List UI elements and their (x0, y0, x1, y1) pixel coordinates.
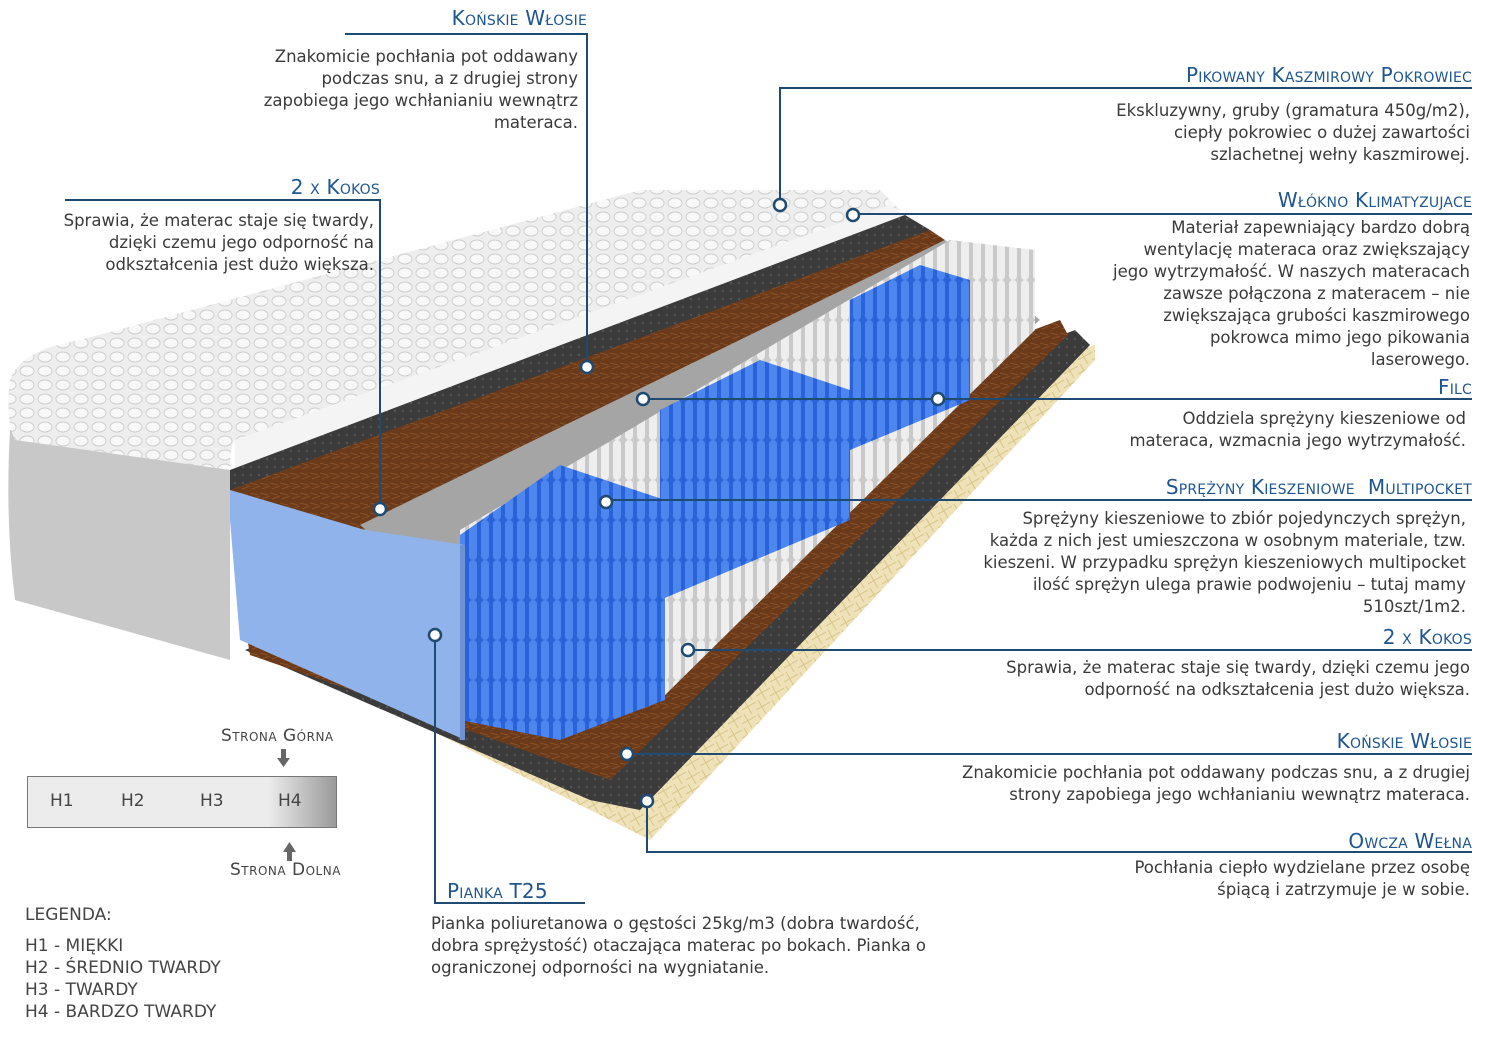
hardness-scale: H1 H2 H3 H4 (27, 776, 337, 828)
cover-side (8, 430, 231, 660)
cover-top (8, 190, 901, 470)
springs-block-blue (460, 465, 665, 740)
legend-item: H1 - MIĘKKI (25, 936, 124, 956)
coconut-top-title: 2 x Kokos (290, 175, 380, 199)
horsehair-top-title: Końskie Włosie (451, 6, 587, 30)
springs-block-blue-2 (660, 360, 850, 600)
desc-line: ograniczonej odporności na wygniatanie. (431, 958, 770, 977)
desc-line: odkształcenia jest dużo większa. (105, 255, 374, 274)
coconut-top-desc: Sprawia, że materac staje się twardy, dz… (64, 210, 374, 276)
springs-desc: Sprężyny kieszeniowe to zbiór pojedynczy… (983, 508, 1466, 618)
desc-line: ilość sprężyn ulega prawie podwojeniu – … (1032, 575, 1466, 594)
level-h2: H2 (121, 791, 145, 811)
legend-title: LEGENDA: (25, 905, 112, 925)
horsehair-top-desc: Znakomicie pochłania pot oddawany podcza… (264, 46, 578, 134)
level-h3: H3 (200, 791, 224, 811)
desc-line: ciepły pokrowiec o dużej zawartości (1173, 123, 1470, 142)
desc-line: Sprężyny kieszeniowe to zbiór pojedynczy… (1022, 509, 1466, 528)
horsehair-bottom-desc: Znakomicie pochłania pot oddawany podcza… (962, 762, 1470, 806)
desc-line: Sprawia, że materac staje się twardy, (63, 211, 374, 230)
level-h1: H1 (50, 791, 74, 811)
wool-title: Owcza Wełna (1348, 829, 1472, 853)
desc-line: Oddziela sprężyny kieszeniowe od (1182, 409, 1466, 428)
foam-title: Pianka T25 (447, 879, 548, 903)
cover-desc: Ekskluzywny, gruby (gramatura 450g/m2), … (1116, 100, 1470, 166)
desc-line: dzięki czemu jego odporność na (108, 233, 374, 252)
desc-line: pokrowca mimo jego pikowania (1209, 328, 1470, 347)
foam-t25 (230, 490, 465, 740)
bottom-side-label: Strona Dolna (230, 860, 341, 880)
desc-line: jego wytrzymałość. W naszych materacach (1113, 262, 1470, 281)
callout-dots (372, 197, 946, 809)
desc-line: Sprawia, że materac staje się twardy, dz… (1006, 658, 1470, 677)
horsehair-bottom-title: Końskie Włosie (1336, 729, 1472, 753)
cover-title: Pikowany Kaszmirowy Pokrowiec (1186, 63, 1472, 87)
desc-line: materaca, wzmacnia jego wytrzymałość. (1129, 431, 1466, 450)
fiber-desc: Materiał zapewniający bardzo dobrą wenty… (1113, 217, 1470, 371)
fiber-layer (235, 205, 905, 470)
coconut-top-layer (230, 230, 945, 530)
desc-line: wentylację materaca oraz zwiększający (1143, 240, 1470, 259)
springs-title: Sprężyny Kieszeniowe Multipocket (1165, 475, 1472, 499)
desc-line: materaca. (493, 113, 578, 132)
foam-desc: Pianka poliuretanowa o gęstości 25kg/m3 … (431, 913, 926, 979)
desc-line: Ekskluzywny, gruby (gramatura 450g/m2), (1116, 101, 1470, 120)
level-h4: H4 (278, 791, 302, 811)
desc-line: zapobiega jego wchłanianiu wewnątrz (263, 91, 578, 110)
felt-desc: Oddziela sprężyny kieszeniowe od materac… (1129, 408, 1466, 452)
desc-line: zawsze połączona z materacem – nie (1163, 284, 1470, 303)
desc-line: dobra sprężystość) otaczająca materac po… (431, 936, 927, 955)
desc-line: Materiał zapewniający bardzo dobrą (1171, 218, 1470, 237)
legend-item: H3 - TWARDY (25, 980, 138, 1000)
desc-line: 510szt/1m2. (1362, 597, 1466, 616)
desc-line: podczas snu, a z drugiej strony (321, 69, 578, 88)
desc-line: kieszeni. W przypadku sprężyn kieszeniow… (983, 553, 1466, 572)
desc-line: śpiącą i zatrzymuje je w sobie. (1217, 880, 1470, 899)
wool-desc: Pochłania ciepło wydzielane przez osobę … (1134, 857, 1470, 901)
desc-line: strony zapobiega jego wchłanianiu wewnąt… (1009, 785, 1470, 804)
desc-line: laserowego. (1370, 350, 1470, 369)
desc-line: szlachetnej wełny kaszmirowej. (1210, 145, 1470, 164)
coconut-bottom-desc: Sprawia, że materac staje się twardy, dz… (1006, 657, 1470, 701)
desc-line: Pianka poliuretanowa o gęstości 25kg/m3 … (431, 914, 920, 933)
arrows (277, 749, 296, 861)
desc-line: Pochłania ciepło wydzielane przez osobę (1134, 858, 1470, 877)
fiber-title: Włókno Klimatyzujace (1277, 188, 1472, 212)
coconut-bottom-title: 2 x Kokos (1382, 625, 1472, 649)
desc-line: odporność na odkształcenia jest dużo wię… (1084, 680, 1470, 699)
felt-title: Filc (1437, 375, 1472, 399)
desc-line: Znakomicie pochłania pot oddawany (274, 47, 578, 66)
desc-line: Znakomicie pochłania pot oddawany podcza… (962, 763, 1470, 782)
desc-line: zwiększająca grubości kaszmirowego (1163, 306, 1470, 325)
top-side-label: Strona Górna (221, 726, 334, 746)
legend-list: H1 - MIĘKKI H2 - ŚREDNIO TWARDY H3 - TWA… (25, 935, 221, 1023)
legend-item: H2 - ŚREDNIO TWARDY (25, 958, 221, 978)
legend-item: H4 - BARDZO TWARDY (25, 1002, 217, 1022)
desc-line: każda z nich jest umieszczona w osobnym … (989, 531, 1466, 550)
